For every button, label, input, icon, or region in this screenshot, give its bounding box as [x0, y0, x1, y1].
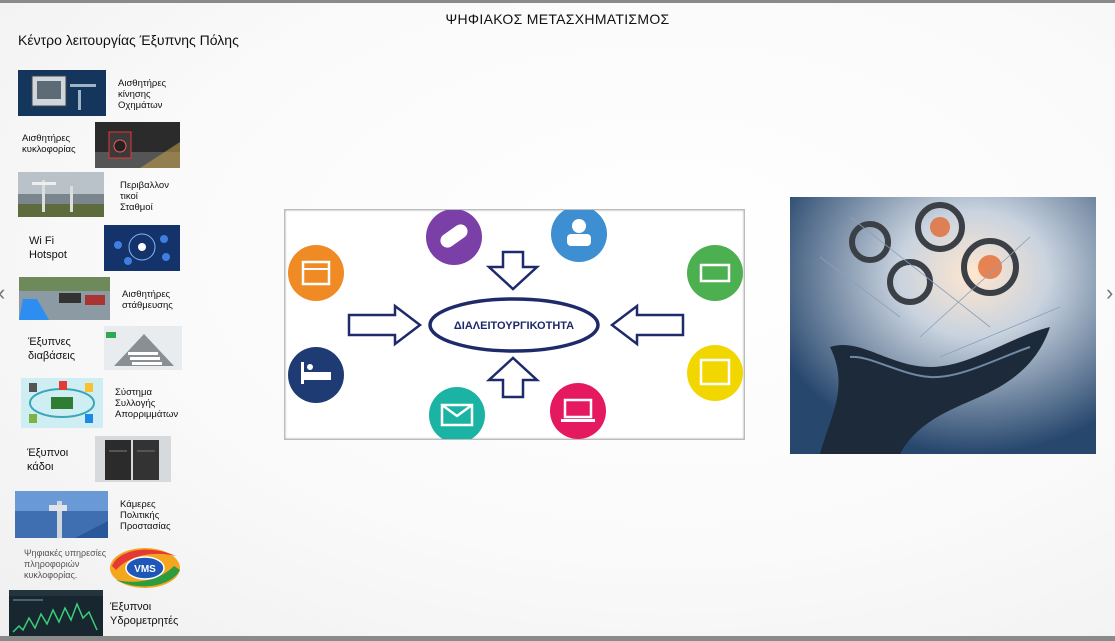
top-border — [0, 0, 1115, 3]
sidebar-item-traffic-sensors[interactable]: Αισθητήρες κυκλοφορίας — [22, 133, 76, 155]
smart-water-meter-image[interactable] — [9, 590, 103, 636]
sidebar-item-wifi-hotspot[interactable]: Wi Fi Hotspot — [29, 235, 67, 261]
sidebar-item-waste-collection[interactable]: Σύστημα Συλλογής Απορριμμάτων — [115, 387, 179, 420]
interoperability-diagram: ΔΙΑΛΕΙΤΟΥΡΓΙΚΟΤΗΤΑ — [284, 206, 745, 443]
waste-collection-image[interactable] — [21, 378, 103, 428]
laptop-icon — [550, 383, 606, 439]
bottom-border — [0, 636, 1115, 641]
sidebar-item-digital-traffic-info[interactable]: Ψηφιακές υπηρεσίες πληροφοριών κυκλοφορί… — [24, 548, 107, 580]
wifi-hotspot-image[interactable] — [104, 225, 180, 271]
sidebar-item-smart-crossings[interactable]: Έξυπνες διαβάσεις — [28, 336, 76, 362]
vms-logo-text: VMS — [134, 564, 156, 575]
traffic-sensor-image[interactable] — [95, 122, 180, 168]
page-title: ΨΗΦΙΑΚΟΣ ΜΕΤΑΣΧΗΜΑΤΙΣΜΟΣ — [445, 11, 670, 27]
smart-bin-image[interactable] — [95, 436, 171, 482]
arrow-right — [347, 303, 423, 347]
sidebar-item-smart-bins[interactable]: Έξυπνοι κάδοι — [27, 447, 69, 473]
parking-sensor-image[interactable] — [19, 277, 110, 320]
arrow-up — [485, 356, 541, 399]
vms-logo[interactable]: VMS — [108, 544, 183, 592]
chevron-right-icon[interactable]: › — [1106, 280, 1114, 305]
screen-icon — [687, 245, 743, 301]
smart-crossing-image[interactable] — [104, 326, 182, 370]
chevron-left-icon[interactable]: ‹ — [0, 280, 5, 306]
arrow-down — [485, 250, 541, 291]
diagram-center-label: ΔΙΑΛΕΙΤΟΥΡΓΙΚΟΤΗΤΑ — [454, 320, 574, 332]
mail-icon — [429, 387, 485, 443]
environmental-station-image[interactable] — [18, 172, 104, 217]
sidebar-item-parking-sensors[interactable]: Αισθητήρες στάθμευσης — [122, 289, 173, 311]
civil-protection-camera-image[interactable] — [15, 491, 108, 538]
sidebar-item-civil-protection-cameras[interactable]: Κάμερες Πολιτικής Προστασίας — [120, 499, 171, 532]
vehicle-sensor-image[interactable] — [18, 70, 106, 116]
sidebar-item-environmental-stations[interactable]: Περιβαλλον τικοί Σταθμοί — [120, 180, 169, 213]
sidebar-item-vehicle-sensors[interactable]: Αισθητήρες κίνησης Οχημάτων — [118, 78, 167, 111]
arrow-left — [609, 303, 685, 347]
digital-gears-hand-image — [790, 197, 1096, 454]
page-subtitle: Κέντρο λειτουργίας Έξυπνης Πόλης — [18, 32, 239, 48]
chart-icon — [687, 345, 743, 401]
calendar-icon — [288, 245, 344, 301]
sidebar-item-smart-water-meters[interactable]: Έξυπνοι Υδρομετρητές — [110, 601, 179, 627]
